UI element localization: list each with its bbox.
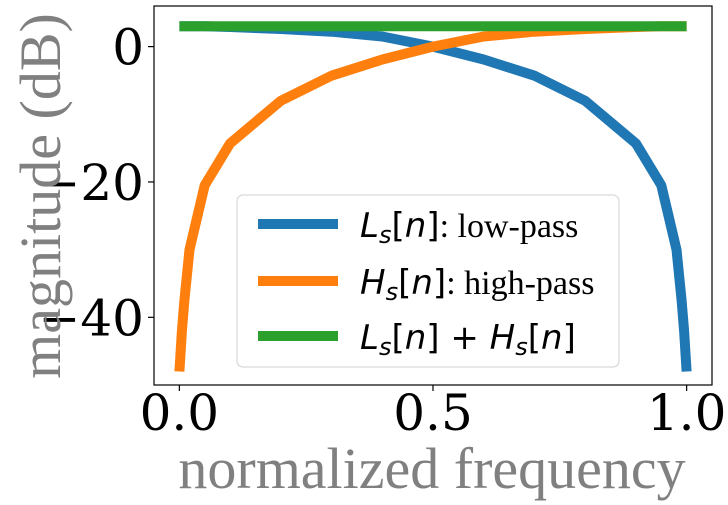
y-tick-label: −20 bbox=[38, 154, 144, 212]
legend-box bbox=[236, 194, 620, 368]
legend-label-0: Ls​[n]: low-pass bbox=[360, 206, 578, 249]
series-layer bbox=[174, 21, 692, 372]
y-tick-label: −40 bbox=[38, 289, 144, 347]
legend-label-1: Hs​[n]: high-pass bbox=[360, 263, 594, 306]
x-tick-label: 0.5 bbox=[393, 384, 473, 442]
y-axis-label: magnitude (dB) bbox=[8, 13, 73, 379]
x-tick-label: 1.0 bbox=[647, 384, 727, 442]
y-tick-label: 0 bbox=[112, 19, 144, 77]
legend-label-2: Ls​[n] + Hs​[n] bbox=[360, 318, 576, 361]
x-tick-label: 0.0 bbox=[140, 384, 220, 442]
ticks-layer: 0.0 0.5 1.0 0 −20 −40 bbox=[38, 19, 726, 442]
x-axis-label: normalized frequency bbox=[178, 436, 685, 501]
